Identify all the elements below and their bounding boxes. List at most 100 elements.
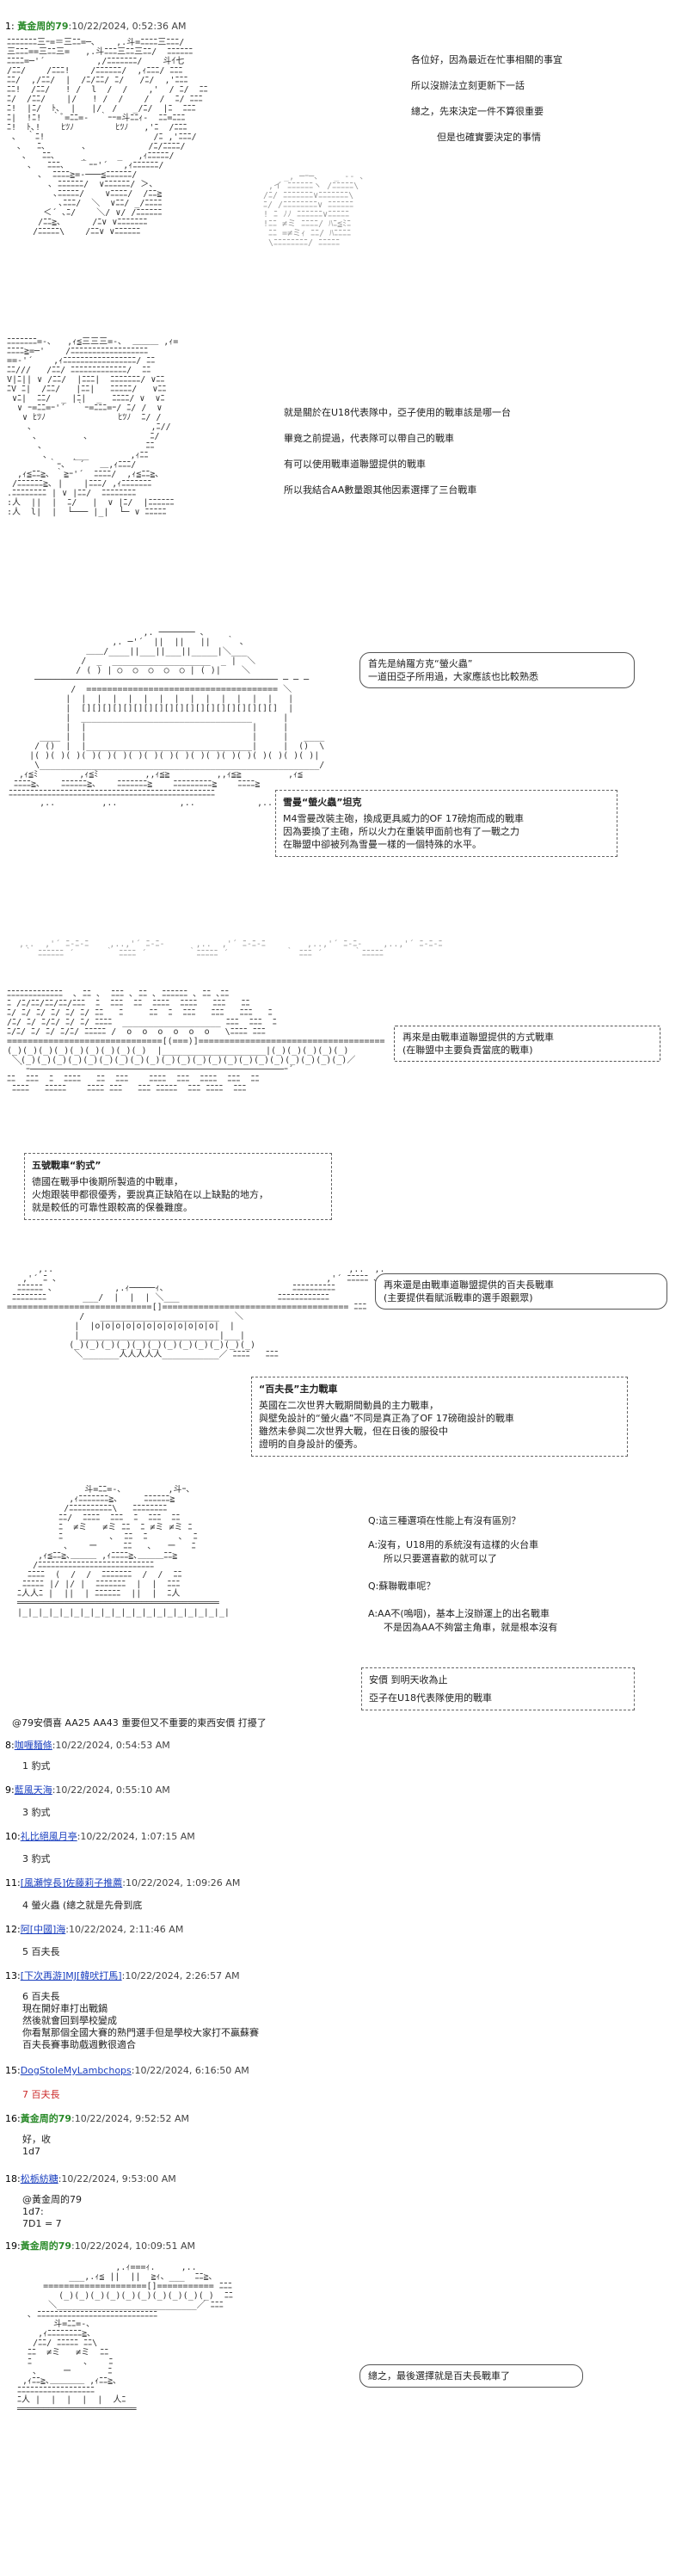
post-author[interactable]: DogStoleMyLambchops xyxy=(20,2065,132,2076)
post-author[interactable]: 阿[中國]海 xyxy=(20,1924,66,1935)
post-date: :10/22/2024, 2:26:57 AM xyxy=(121,1970,240,1981)
post-author[interactable]: 松栃紡糖 xyxy=(20,2173,58,2185)
post-date: :10/22/2024, 10:09:51 AM xyxy=(71,2240,196,2252)
post-number: 9: xyxy=(5,1784,15,1796)
bubble-line: (在聯盟中主要負責當底的戰車) xyxy=(402,1045,533,1056)
info-box-line: 就是較低的可靠性跟較高的保養難度。 xyxy=(32,1202,193,1213)
panel1-line: 各位好，因為最近在忙事相關的事宜 xyxy=(411,54,562,65)
post-body-line: 好，收 xyxy=(22,2134,51,2145)
info-box-line: 證明的自身設計的優秀。 xyxy=(259,1439,363,1450)
qa-line: Q:蘇聯戰車呢？ xyxy=(368,1581,436,1592)
info-box-panther: 五號戰車“豹式” 德國在戰爭中後期所製造的中戰車， 火炮跟裝甲都很優秀，要說真正… xyxy=(24,1153,332,1220)
panel2-line: 就是關於在U18代表隊中，亞子使用的戰車該是哪一台 xyxy=(284,407,512,418)
post-header: 19:黃金周的79:10/22/2024, 10:09:51 AM xyxy=(5,2239,195,2252)
info-box-line: 因為要換了主砲，所以火力在重裝甲面前也有了一戰之力 xyxy=(283,826,519,837)
post-body-line: 現在開好車打出戰鍋 xyxy=(22,2003,108,2014)
info-box-title: 五號戰車“豹式” xyxy=(32,1160,101,1171)
post-author[interactable]: 藍風天海 xyxy=(14,1784,52,1796)
speech-bubble-3: 再來還是由戰車道聯盟提供的百夫長戰車 (主要提供看賦派戰車的選手跟觀眾) xyxy=(375,1273,667,1310)
info-box-firefly: 雪曼“螢火蟲”坦克 M4雪曼改裝主砲，換成更具威力的OF 17磅炮而成的戰車 因… xyxy=(275,790,617,857)
info-box-title: 雪曼“螢火蟲”坦克 xyxy=(283,797,362,808)
qa-line: A:AA不(嗚咽)，基本上沒辦運上的出名戰車 xyxy=(368,1608,550,1619)
speech-bubble-final: 總之，最後選擇就是百夫長戰車了 xyxy=(359,2364,583,2388)
info-box-line: 火炮跟裝甲都很優秀，要說真正缺陷在以上缺點的地方， xyxy=(32,1189,268,1200)
post-number: 13: xyxy=(5,1970,21,1981)
bubble-line: 首先是納羅方克“螢火蟲” xyxy=(368,658,473,669)
post-number: 16: xyxy=(5,2113,21,2124)
panel1-text: 各位好，因為最近在忙事相關的事宜 所以沒辦法立刻更新下一話 總之，先來決定一件不… xyxy=(411,53,669,145)
post-date: :10/22/2024, 6:16:50 AM xyxy=(131,2065,249,2076)
post-number: 11: xyxy=(5,1877,21,1889)
panel2-line: 畢竟之前提過，代表隊可以帶自己的戰車 xyxy=(284,433,454,444)
post-number: 18: xyxy=(5,2173,21,2185)
post-number: 19: xyxy=(5,2240,21,2252)
post-date: :10/22/2024, 0:55:10 AM xyxy=(52,1784,170,1796)
bubble-line: 再來是由戰車道聯盟提供的方式戰車 xyxy=(402,1032,554,1043)
post-body: 好，收 1d7 xyxy=(22,2134,51,2158)
post-body: 4 螢火蟲 (總之就是先骨到底 xyxy=(22,1900,143,1911)
post-author[interactable]: 礼比絕風月亭 xyxy=(20,1831,77,1842)
post-author[interactable]: 咖喱麵條 xyxy=(14,1740,52,1751)
info-box-line: 德國在戰爭中後期所製造的中戰車， xyxy=(32,1176,183,1187)
post-header: 15:DogStoleMyLambchops:10/22/2024, 6:16:… xyxy=(5,2065,249,2076)
post-header: 13:[下次再游]MJ[韓吠打馬]:10/22/2024, 2:26:57 AM xyxy=(5,1969,240,1982)
aa-art-panther-tank: ﾆﾆﾆﾆﾆﾆﾆﾆﾆﾆﾆﾆﾆ ､ ﾆﾆ ､ ﾆﾆﾆ ､ ﾆﾆ ､ ﾆﾆﾆﾆﾆﾆ ､… xyxy=(7,989,385,1094)
aa-art-firefly-tank: ,. ─────── ､ ,. ─'´ || || || ｀ ､ ＿＿/____… xyxy=(9,628,325,808)
post-body-line: 1d7: xyxy=(22,2206,44,2217)
aa-art-characters-qa: 斗=ﾆﾆ=-､ ,斗ｰ､ ,ｨﾆﾆﾆﾆﾆﾆﾆ≧､ ﾆﾆﾆﾆﾆﾆ≧ /ﾆﾆﾆﾆﾆﾆ… xyxy=(17,1485,230,1618)
post-body: 6 百夫長 現在開好車打出戰鍋 然後就會回到學校變成 你看幫那個全國大賽的熟門選… xyxy=(22,1991,259,2051)
panel2-text: 就是關於在U18代表隊中，亞子使用的戰車該是哪一台 畢竟之前提過，代表隊可以帶自… xyxy=(284,406,679,497)
post-number: 12: xyxy=(5,1924,21,1935)
post-number: 10: xyxy=(5,1831,21,1842)
post-header: 8:咖喱麵條:10/22/2024, 0:54:53 AM xyxy=(5,1738,170,1752)
info-box-centurion: “百夫長”主力戰車 英國在二次世界大戰期間動員的主力戰車， 與壁免設計的“螢火蟲… xyxy=(251,1377,628,1457)
post-body-line: 7D1 = 7 xyxy=(22,2218,62,2229)
panel1-line: 所以沒辦法立刻更新下一話 xyxy=(411,80,525,91)
post-number: 15: xyxy=(5,2065,21,2076)
post-header: 18:松栃紡糖:10/22/2024, 9:53:00 AM xyxy=(5,2172,176,2185)
post-footer: @79安價喜 AA25 AA43 重要但又不重要的東西安價 打擾了 xyxy=(12,1717,267,1729)
post-header: 11:[風瀬惇長]佐藤莉子推薦:10/22/2024, 1:09:26 AM xyxy=(5,1876,240,1889)
post-body: 3 豹式 xyxy=(22,1853,51,1864)
panel1-line: 總之，先來決定一件不算很重要 xyxy=(411,106,544,117)
post-author[interactable]: [風瀬惇長]佐藤莉子推薦 xyxy=(20,1877,123,1889)
aa-art-final-scene: ,.ｨ===ｨ. ,.. ___,.ｨ≦ || || ≧ｨ、___ ﾆﾆ≧､ =… xyxy=(17,2263,233,2414)
qa-line: 不是因為AA不夠當主角車，就是根本沒有 xyxy=(384,1622,558,1633)
post-number: 8: xyxy=(5,1740,15,1751)
post-date: :10/22/2024, 2:11:46 AM xyxy=(65,1924,184,1935)
aa-art-divider: ,.. ,'´ ﾆ-ﾆ-ﾆ ,..,'´ ﾆ-ﾆ- ,.. ,'´ ﾆ-ﾆ-ﾆ … xyxy=(19,940,443,958)
post-author[interactable]: 黃金周的79 xyxy=(17,21,69,32)
post-author[interactable]: 黃金周的79 xyxy=(20,2240,72,2252)
aa-art-character-2: ﾆﾆﾆﾆﾆﾆﾆ=-､ ,ｨ≦三三三=-､ ＿＿＿ ,ｨ= ﾆﾆﾆﾆ≧=─' /ﾆ… xyxy=(7,337,179,517)
poll-box: 安價 到明天收為止 亞子在U18代表隊使用的戰車 xyxy=(361,1667,635,1710)
panel2-line: 所以我結合AA數量跟其他因素選擇了三台戰車 xyxy=(284,484,477,496)
qa-line: Q:這三種選項在性能上有沒有區別？ xyxy=(368,1515,521,1526)
info-box-line: 英國在二次世界大戰期間動員的主力戰車， xyxy=(259,1400,439,1411)
panel2-line: 有可以使用戰車道聯盟提供的戰車 xyxy=(284,459,426,470)
qa-line: 所以只要選喜歡的就可以了 xyxy=(384,1553,497,1564)
post-date: :10/22/2024, 9:53:00 AM xyxy=(58,2173,176,2185)
post-body-line: 然後就會回到學校變成 xyxy=(22,2015,117,2026)
post-header: 10:礼比絕風月亭:10/22/2024, 1:07:15 AM xyxy=(5,1829,195,1843)
post-body: 7 百夫長 xyxy=(22,2089,60,2100)
post-body-line: 6 百夫長 xyxy=(22,1991,60,2002)
info-box-line: 在聯盟中卻被列為雪曼一樣的一個特殊的水平。 xyxy=(283,839,482,850)
post-body-line: 百夫長賽事助戲週數很適合 xyxy=(22,2039,136,2050)
post-header: 16:黃金周的79:10/22/2024, 9:52:52 AM xyxy=(5,2111,189,2125)
post-header: 12:阿[中國]海:10/22/2024, 2:11:46 AM xyxy=(5,1922,183,1936)
aa-art-background-1: _, ─ｰ─､ _ -‐ ､ ,イ ﾆﾆﾆﾆﾆﾆヽ /ﾆﾆﾆﾆﾆ\ /ﾆ/ ﾆﾆ… xyxy=(263,172,365,248)
post-body: @黃金周的79 1d7: 7D1 = 7 xyxy=(22,2194,82,2230)
post-date: :10/22/2024, 0:52:36 AM xyxy=(68,21,187,32)
post-author[interactable]: 黃金周的79 xyxy=(20,2113,72,2124)
speech-bubble-2: 再來是由戰車道聯盟提供的方式戰車 (在聯盟中主要負責當底的戰車) xyxy=(394,1026,660,1062)
info-box-title: “百夫長”主力戰車 xyxy=(259,1384,338,1395)
post-body: 5 百夫長 xyxy=(22,1946,60,1957)
post-date: :10/22/2024, 1:07:15 AM xyxy=(77,1831,195,1842)
poll-line: 亞子在U18代表隊使用的戰車 xyxy=(369,1692,493,1704)
bubble-line: 再來還是由戰車道聯盟提供的百夫長戰車 xyxy=(384,1279,554,1291)
post-author[interactable]: [下次再游]MJ[韓吠打馬] xyxy=(20,1970,122,1981)
post-number: 1: xyxy=(5,21,15,32)
post-body-line: 1d7 xyxy=(22,2146,40,2157)
qa-section: Q:這三種選項在性能上有沒有區別？ A:沒有，U18用的系統沒有這樣的火台車 所… xyxy=(368,1514,686,1635)
post-date: :10/22/2024, 9:52:52 AM xyxy=(71,2113,190,2124)
